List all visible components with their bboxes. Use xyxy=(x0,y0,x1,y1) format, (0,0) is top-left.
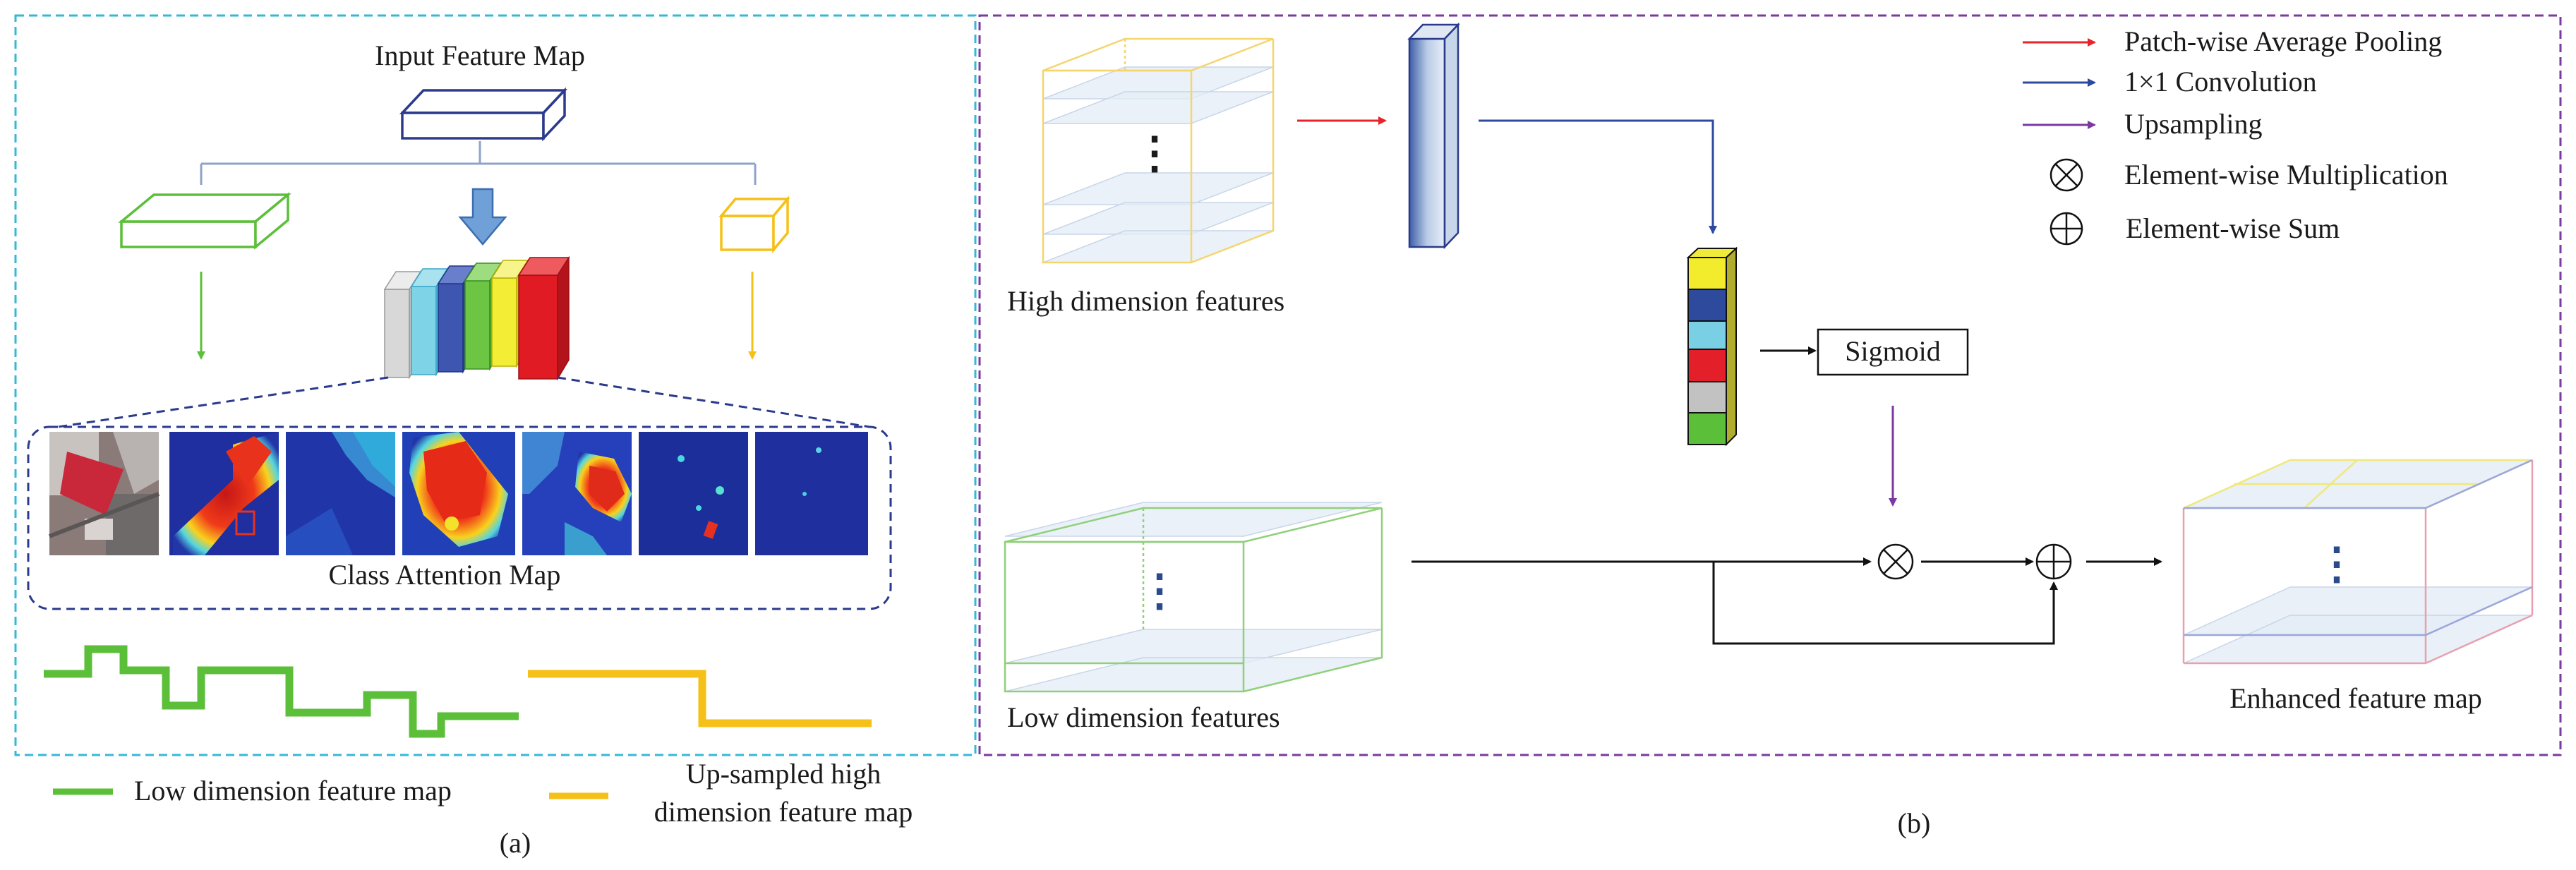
attention-map-thumb-7 xyxy=(755,432,868,555)
panel-b-border xyxy=(978,14,2562,756)
low-dim-features-label: Low dimension features xyxy=(1007,701,1280,733)
legend-sum-icon xyxy=(2050,212,2083,246)
class-attention-map-label: Class Attention Map xyxy=(329,559,561,591)
legend-low-label: Low dimension feature map xyxy=(134,775,452,806)
enhanced-dots: ⋮ xyxy=(2315,540,2359,588)
legend-b: Patch-wise Average Pooling 1×1 Convoluti… xyxy=(2023,25,2448,246)
aerial-image-thumb xyxy=(48,432,160,555)
down-arrow-icon xyxy=(458,188,507,246)
skip-connection-arrow xyxy=(1712,562,2058,645)
low-dim-dots: ⋮ xyxy=(1138,567,1181,615)
conv-arrow xyxy=(1479,119,1717,234)
panel-b-caption: (b) xyxy=(1898,807,1931,839)
multiply-circle-icon xyxy=(1877,543,1914,580)
class-attention-container xyxy=(27,425,892,610)
attention-map-thumb-5 xyxy=(522,432,632,555)
pooled-vector-bar xyxy=(1407,22,1460,250)
high-dim-dots: ⋮ xyxy=(1133,130,1176,178)
low-dim-slab xyxy=(118,192,291,250)
legend-upsampling-label: Upsampling xyxy=(2124,108,2263,140)
panel-a-caption: (a) xyxy=(500,827,531,859)
split-connector xyxy=(200,141,757,185)
legend-mult-label: Element-wise Multiplication xyxy=(2124,159,2448,191)
sigmoid-label: Sigmoid xyxy=(1845,335,1941,367)
legend-high-label-line2: dimension feature map xyxy=(654,796,913,828)
low-dim-features-cube xyxy=(1004,502,1383,693)
input-feature-map xyxy=(399,87,568,142)
low-dim-step-line xyxy=(44,645,519,738)
high-dim-features-label: High dimension features xyxy=(1007,285,1284,317)
legend-mult-icon xyxy=(2050,158,2083,192)
legend-conv-label: 1×1 Convolution xyxy=(2124,66,2317,97)
panel-a-border xyxy=(14,14,977,756)
attention-thumbnails xyxy=(48,432,868,555)
high-dim-cube xyxy=(718,195,790,253)
attention-map-thumb-4 xyxy=(402,432,515,555)
input-feature-map-label: Input Feature Map xyxy=(375,40,585,71)
attention-map-thumb-3 xyxy=(286,432,395,555)
enhanced-feature-label: Enhanced feature map xyxy=(2229,682,2482,714)
projection-lines xyxy=(57,376,870,428)
class-channel-stack xyxy=(383,255,570,381)
attention-map-thumb-2 xyxy=(169,432,279,555)
channel-red xyxy=(517,255,570,381)
sigmoid-box xyxy=(1817,328,1969,376)
high-dim-step-line xyxy=(528,670,872,727)
legend-sum-label: Element-wise Sum xyxy=(2126,212,2340,244)
attention-map-thumb-6 xyxy=(639,432,748,555)
legend-pooling-label: Patch-wise Average Pooling xyxy=(2124,25,2442,57)
plus-circle-icon xyxy=(2035,543,2072,580)
class-vector-stack xyxy=(1686,246,1738,447)
enhanced-feature-cube xyxy=(2182,459,2534,665)
high-dim-features-cube xyxy=(1042,37,1275,264)
legend-high-label-line1: Up-sampled high xyxy=(686,758,881,790)
